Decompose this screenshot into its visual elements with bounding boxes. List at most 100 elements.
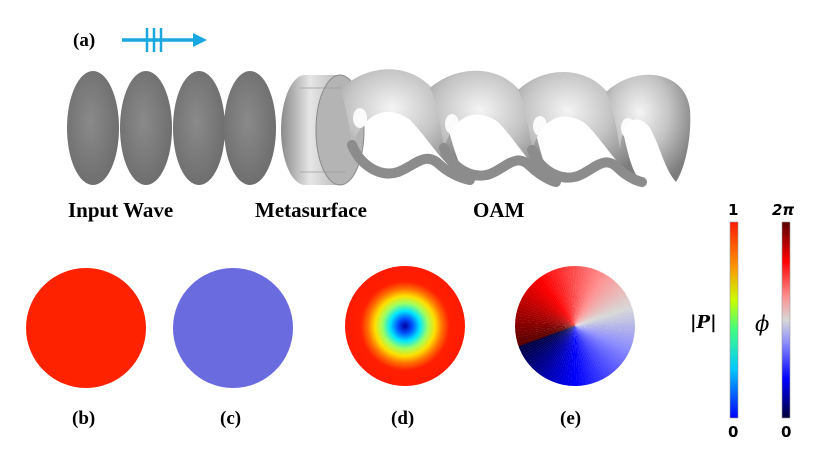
phase-sector <box>530 326 575 372</box>
phase-sector <box>575 295 631 326</box>
phase-sector <box>575 326 581 386</box>
phase-sector <box>575 323 635 328</box>
phase-min-label: 0 <box>781 423 792 441</box>
phase-sector <box>518 296 575 326</box>
panel-b-disk <box>26 268 146 388</box>
phase-sector <box>575 326 600 385</box>
phase-sector <box>520 293 575 326</box>
phase-sector <box>554 326 575 386</box>
phase-sector <box>575 326 606 382</box>
panel-a-label: (a) <box>73 30 96 51</box>
panel-c-label: (c) <box>220 408 242 429</box>
phase-sector <box>540 326 575 380</box>
phase-sector <box>515 324 575 329</box>
phase-sector <box>575 278 618 326</box>
phase-sector <box>575 326 625 366</box>
panel-d-label: (d) <box>391 408 415 429</box>
phase-sector <box>531 279 575 326</box>
phase-sector <box>575 326 635 347</box>
phase-sector <box>526 326 575 367</box>
amplitude-colorbar <box>729 221 739 419</box>
phase-sector <box>547 268 575 326</box>
phase-sector <box>545 326 575 383</box>
phase-sector <box>528 326 575 370</box>
phase-sector <box>516 326 575 351</box>
phase-sector <box>575 311 635 326</box>
phase-sector <box>522 326 575 362</box>
phase-sector <box>575 326 597 386</box>
phase-sector <box>537 326 575 378</box>
phase-sector <box>525 286 575 326</box>
phase-sector <box>521 291 575 326</box>
phase-sector <box>515 326 575 335</box>
amplitude-symbol: |P| <box>690 312 717 333</box>
phase-sector <box>515 305 575 326</box>
phase-sector <box>544 270 575 326</box>
panel-c-disk <box>173 268 293 388</box>
phase-sector <box>575 280 620 326</box>
phase-sector <box>560 266 575 326</box>
phase-sector <box>524 326 575 365</box>
phase-sector <box>575 326 621 371</box>
phase-sector <box>575 269 605 326</box>
phase-sector <box>575 326 603 384</box>
phase-sector <box>551 326 575 385</box>
phase-sector <box>575 304 635 326</box>
input-wavefronts <box>67 71 276 185</box>
phase-sector <box>575 326 590 386</box>
phase-sector <box>515 326 575 341</box>
phase-sector <box>527 283 575 326</box>
phase-sector <box>575 326 614 377</box>
phase-sector <box>575 287 626 326</box>
phase-max-label: 2π <box>772 201 795 219</box>
panel-e-label: (e) <box>560 408 582 429</box>
phase-sector <box>575 326 608 381</box>
phase-sector <box>575 298 633 326</box>
phase-sector <box>575 326 619 373</box>
phase-sector <box>548 326 575 384</box>
phase-sector <box>557 326 575 386</box>
phase-sector <box>575 320 635 326</box>
phase-sector <box>542 326 575 381</box>
phase-sector <box>535 326 575 376</box>
phase-sector <box>575 326 616 375</box>
phase-sector <box>575 326 633 353</box>
phase-sector <box>515 308 575 326</box>
phase-sector <box>575 317 635 326</box>
phase-sector <box>575 266 593 326</box>
phase-sector <box>575 326 635 344</box>
phase-sector <box>536 275 575 326</box>
phase-sector <box>539 273 575 326</box>
phase-sector <box>515 326 575 338</box>
phase-sector <box>575 290 628 326</box>
phase-sector <box>550 267 575 326</box>
phase-sector <box>515 326 575 348</box>
phase-sector <box>575 326 623 369</box>
phase-sector <box>575 326 627 364</box>
phase-sector <box>515 326 575 332</box>
phase-sector <box>572 266 577 326</box>
phase-sector <box>575 326 587 386</box>
amplitude-max-label: 1 <box>728 201 739 219</box>
amplitude-min-label: 0 <box>728 423 739 441</box>
phase-sector <box>575 326 594 386</box>
phase-sector <box>542 271 575 326</box>
phase-sector <box>573 326 578 386</box>
propagation-arrow-icon <box>122 28 207 52</box>
phase-sector <box>520 326 575 359</box>
phase-sector <box>575 326 629 361</box>
phase-sector <box>575 271 608 326</box>
phase-sector <box>575 326 632 356</box>
phase-sector <box>575 276 615 326</box>
phase-sector <box>575 301 634 326</box>
phase-sector <box>566 266 575 326</box>
panel-b-label: (b) <box>72 408 96 429</box>
phase-sector <box>575 272 610 326</box>
phase-sector <box>529 281 575 326</box>
phase-sector <box>575 307 635 326</box>
phase-sector <box>575 326 634 350</box>
panel-d-amplitude-disk <box>345 266 465 386</box>
phase-sector <box>575 267 599 326</box>
